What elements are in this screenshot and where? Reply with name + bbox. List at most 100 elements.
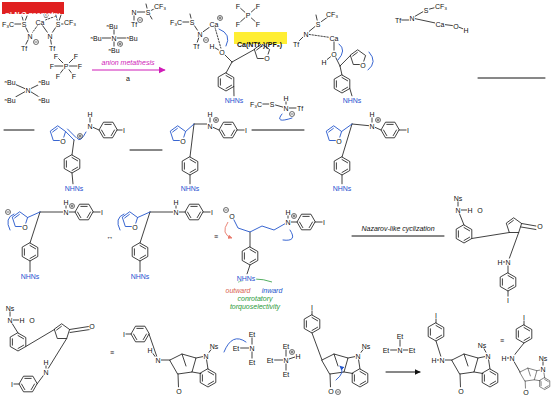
atom-label: F [73, 53, 78, 60]
atom-label: N [485, 353, 491, 360]
equivalence-sign: ≡ [499, 337, 504, 344]
atom-label: N [439, 357, 445, 364]
atom-label: Ns [453, 195, 463, 202]
atom-label: F₃C [169, 19, 182, 26]
atom-label: O [336, 138, 342, 145]
atom-label: O [477, 207, 483, 214]
atom-label: F [77, 63, 82, 70]
atom-label: F [55, 73, 60, 80]
atom-label: N [155, 357, 161, 364]
stereo-note: conrotatory [237, 295, 273, 302]
atom-label: F [235, 21, 240, 28]
atom-label: N [25, 87, 31, 94]
atom-label: I [123, 331, 126, 338]
atom-label: I [11, 381, 14, 388]
atom-label: NHNs [64, 185, 84, 192]
atom-label: N [303, 31, 309, 38]
atom-label: Et [232, 345, 240, 352]
atom-label: I [507, 297, 510, 304]
atom-label: H [209, 43, 215, 50]
resonance-arrow: ↔ [106, 233, 114, 240]
atom-label: H [43, 359, 49, 366]
atom-label: Ns [5, 305, 15, 312]
atom-label: Et [396, 333, 404, 340]
atom-label: Et [282, 343, 290, 350]
atom-label: N [409, 15, 415, 22]
atom-label: Tf [394, 17, 401, 24]
atom-label: H [63, 199, 69, 206]
atom-label: Et [382, 347, 390, 354]
atom-label: O [537, 223, 543, 230]
atom-label: ⁿBu [38, 79, 50, 86]
atom-label: NHNs [332, 185, 352, 192]
atom-label: S [423, 7, 429, 14]
atom-label: Ca [435, 21, 445, 28]
atom-label: N [369, 123, 375, 130]
atom-label: S [145, 9, 151, 16]
stereo-note: inward [261, 287, 283, 294]
atom-label: NHNs [130, 273, 150, 280]
atom-label: H [285, 209, 291, 216]
atom-label: F [49, 63, 54, 70]
atom-label: N [43, 369, 49, 376]
atom-label: N [197, 31, 203, 38]
atom-label: P [63, 63, 69, 70]
atom-label: O [89, 323, 95, 330]
atom-label: NHNs [342, 97, 362, 104]
atom-label: O [60, 138, 66, 145]
stereo-note: torquoselectivity [229, 303, 280, 310]
atom-label: O [458, 388, 464, 395]
atom-label: O [328, 388, 334, 395]
atom-label: N [283, 105, 289, 112]
atom-label: ⁿBu [38, 97, 50, 104]
atom-label: CF₃ [325, 11, 338, 18]
stereo-note: outward [225, 287, 251, 294]
atom-label: Et [408, 347, 416, 354]
atom-label: Tf [48, 45, 55, 52]
atom-label: Ca [209, 21, 219, 28]
atom-label: H [147, 347, 153, 354]
atom-label: H [497, 259, 503, 266]
atom-label: Tf [296, 105, 303, 112]
atom-label: O [22, 224, 28, 231]
atom-label: ⁿBu [4, 79, 16, 86]
atom-label: Tf [130, 21, 137, 28]
atom-label: ⁿBu [106, 23, 118, 30]
atom-label: N [505, 259, 511, 266]
atom-label: N [173, 209, 179, 216]
atom-label: H [19, 317, 25, 324]
atom-label: N [27, 33, 33, 40]
atom-label: S [189, 19, 195, 26]
atom-label: N [285, 219, 291, 226]
atom-label: NHNs [236, 275, 256, 282]
atom-label: H [369, 111, 375, 118]
atom-label: O [360, 62, 366, 69]
atom-label: N [283, 357, 289, 364]
atom-label: Ca [35, 19, 45, 26]
atom-label: N [47, 33, 53, 40]
atom-label: O [264, 55, 270, 62]
atom-label: N [63, 209, 69, 216]
atom-label: F₃C [1, 21, 14, 28]
atom-label: Tf [292, 41, 299, 48]
equivalence-sign: ≡ [109, 349, 114, 356]
atom-label: CF₃ [63, 19, 76, 26]
atom-label: N [87, 123, 93, 130]
step-letter: a [126, 75, 131, 82]
atom-label: Ca [329, 35, 339, 42]
atom-label: S [21, 21, 27, 28]
atom-label: I [435, 312, 438, 319]
atom-label: CF₃ [153, 3, 166, 10]
atom-label: S [55, 21, 61, 28]
atom-label: N [249, 345, 255, 352]
atom-label: N [455, 207, 461, 214]
atom-label: Et [266, 357, 274, 364]
atom-label: Ns [209, 343, 219, 350]
reaction-label: anion metathesis [101, 59, 155, 66]
atom-label: O [176, 388, 182, 395]
atom-label: NHNs [224, 97, 244, 104]
atom-label: S [315, 21, 321, 28]
atom-label: ⁿBu [126, 35, 138, 42]
